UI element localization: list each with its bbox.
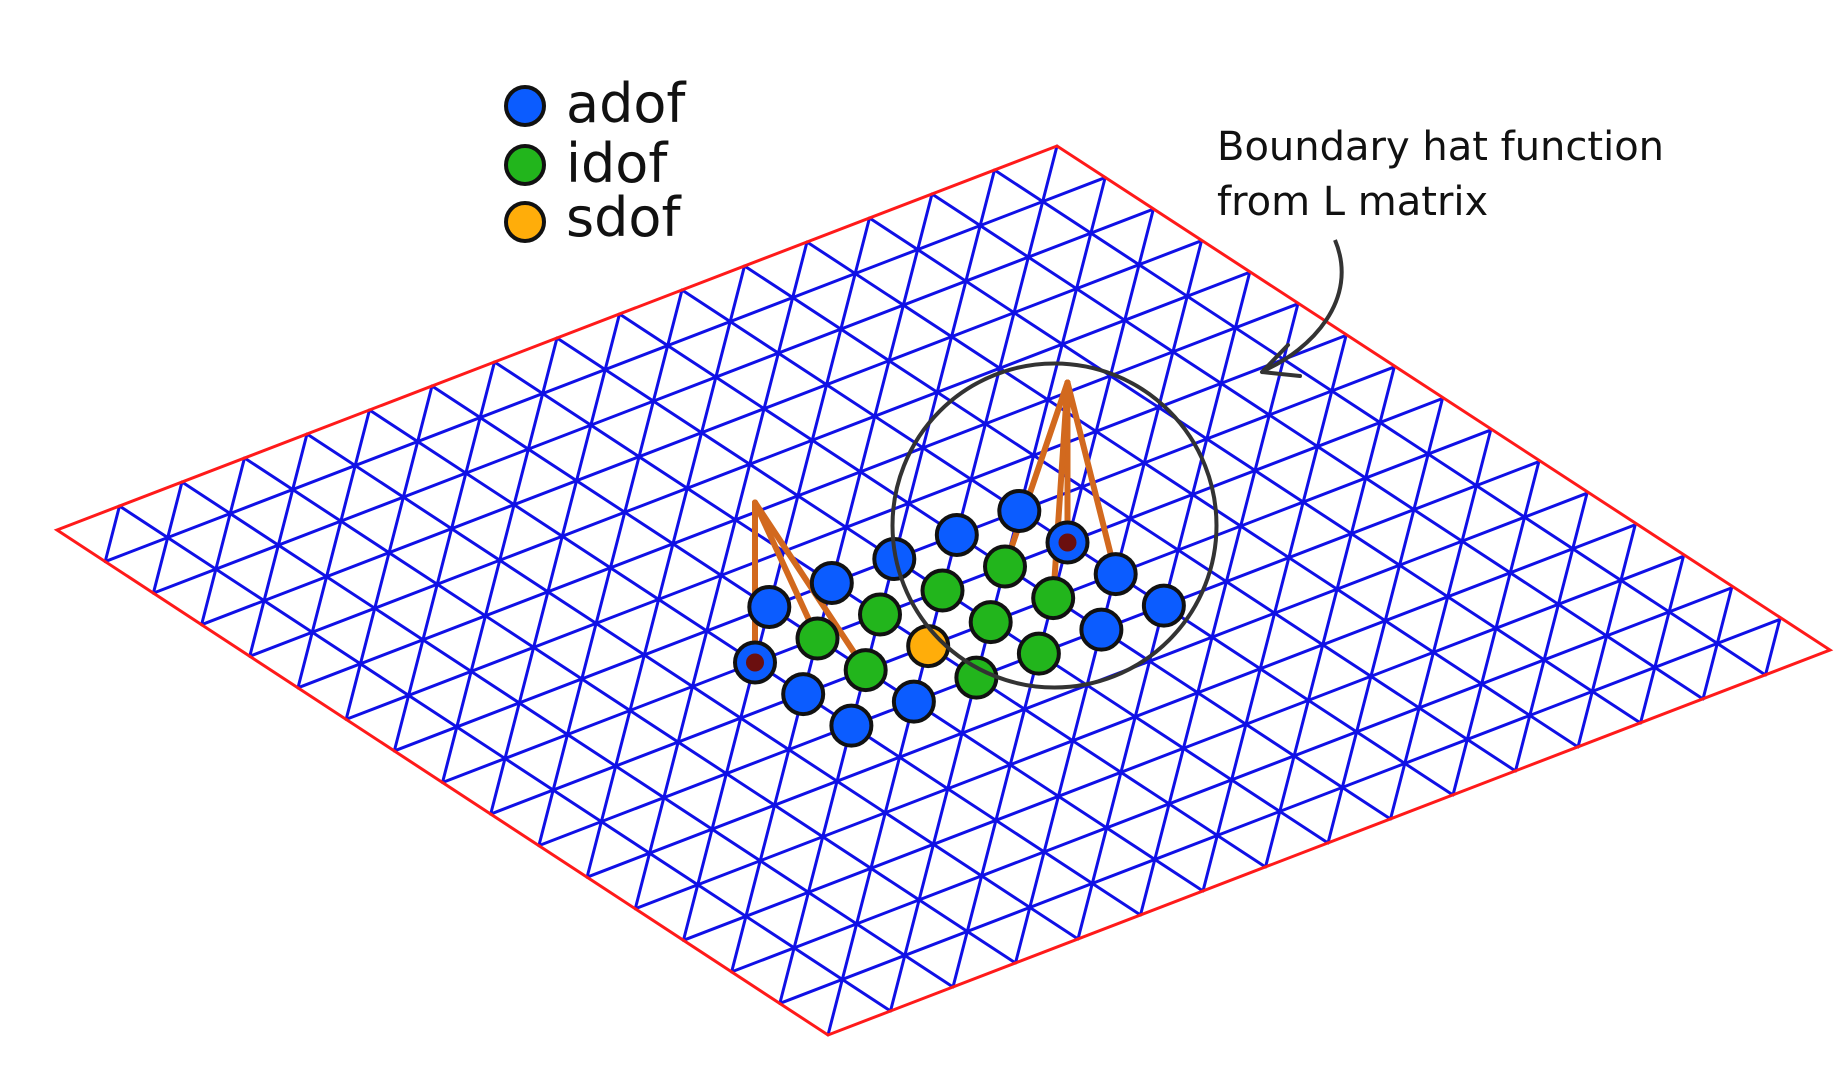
hat-functions bbox=[752, 379, 1119, 674]
dof-node-idof bbox=[1031, 576, 1076, 621]
hat-base-marker bbox=[746, 653, 764, 672]
dof-node-idof bbox=[983, 544, 1027, 589]
legend: adof idof sdof bbox=[504, 72, 687, 249]
annotation-line-1: Boundary hat function bbox=[1217, 124, 1664, 170]
dof-node-idof bbox=[843, 648, 888, 693]
hat-function-edge bbox=[752, 499, 821, 642]
dof-node-adof bbox=[809, 560, 854, 605]
mesh-line bbox=[778, 168, 996, 1005]
mesh-line bbox=[1701, 586, 1734, 701]
legend-label-adof: adof bbox=[566, 72, 687, 135]
mesh-line bbox=[537, 288, 684, 848]
legend-item-sdof: sdof bbox=[504, 186, 682, 249]
hat-function-edge bbox=[1050, 379, 1071, 602]
mesh-line bbox=[633, 240, 809, 911]
mesh-line bbox=[1201, 333, 1348, 893]
mesh-line bbox=[392, 360, 496, 753]
dof-node-adof bbox=[997, 488, 1042, 533]
dof-node-idof bbox=[920, 568, 965, 613]
mesh-line bbox=[585, 264, 746, 879]
mesh-line bbox=[200, 456, 246, 627]
annotation-arrowhead bbox=[1260, 343, 1302, 378]
dof-node-adof bbox=[891, 679, 936, 724]
dof-node-adof bbox=[1141, 583, 1186, 628]
annotation: Boundary hat function from L matrix bbox=[1217, 124, 1664, 378]
legend-item-idof: idof bbox=[504, 132, 669, 195]
mesh-line bbox=[889, 176, 1107, 1013]
dof-nodes bbox=[733, 488, 1186, 748]
mesh-line bbox=[441, 336, 559, 784]
mesh-line bbox=[1326, 397, 1444, 845]
legend-swatch-idof bbox=[504, 144, 546, 186]
dof-node-adof bbox=[934, 512, 979, 557]
dof-node-idof bbox=[1016, 631, 1061, 676]
legend-label-idof: idof bbox=[566, 132, 669, 195]
mesh-line bbox=[1576, 523, 1637, 749]
dof-node-idof bbox=[858, 592, 902, 637]
dof-node-adof bbox=[781, 672, 826, 717]
highlight-circle bbox=[890, 361, 1219, 690]
legend-item-adof: adof bbox=[504, 72, 687, 135]
mesh-line bbox=[1264, 365, 1396, 869]
legend-swatch-adof bbox=[504, 85, 546, 127]
mesh-line bbox=[1139, 302, 1300, 917]
mesh-line bbox=[489, 312, 621, 816]
dof-node-idof bbox=[954, 655, 999, 700]
mesh-line bbox=[248, 432, 309, 658]
hat-function-edge bbox=[1064, 379, 1119, 578]
mesh-line bbox=[1639, 554, 1685, 725]
dof-node-adof bbox=[747, 584, 792, 629]
mesh-line bbox=[344, 384, 434, 721]
hat-base-marker bbox=[1058, 533, 1077, 552]
dof-node-idof bbox=[968, 600, 1013, 645]
mesh-line bbox=[1764, 617, 1782, 677]
mesh-line bbox=[151, 480, 184, 595]
mesh-line bbox=[296, 408, 371, 690]
dof-node-adof bbox=[1093, 552, 1138, 597]
legend-label-sdof: sdof bbox=[566, 186, 682, 249]
domain-boundary bbox=[53, 144, 1834, 1037]
annotation-arrow bbox=[1264, 239, 1344, 372]
mesh-line bbox=[1451, 460, 1541, 797]
mesh-line bbox=[1014, 239, 1204, 965]
mesh-line bbox=[1389, 428, 1493, 821]
dof-node-idof bbox=[795, 616, 840, 661]
mesh-line bbox=[681, 216, 871, 942]
boundary-hat-highlight bbox=[890, 361, 1219, 690]
dof-node-adof bbox=[1079, 607, 1124, 652]
mesh-line bbox=[1514, 491, 1589, 773]
dof-node-sdof bbox=[906, 624, 951, 669]
legend-swatch-sdof bbox=[504, 201, 546, 243]
mesh-line bbox=[103, 504, 121, 564]
dof-node-adof bbox=[829, 703, 874, 748]
annotation-line-2: from L matrix bbox=[1217, 179, 1488, 225]
hat-function-edge bbox=[1002, 379, 1071, 570]
